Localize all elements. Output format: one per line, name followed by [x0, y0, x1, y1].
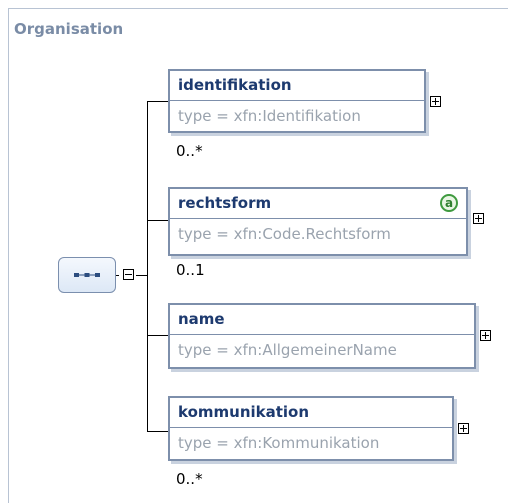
element-name: identifikation: [170, 71, 424, 101]
element-type: type = xfn:Kommunikation: [178, 434, 380, 452]
element-type: type = xfn:AllgemeinerName: [178, 341, 397, 359]
attribute-icon: a: [440, 194, 458, 212]
complex-type-title: Organisation: [14, 20, 124, 38]
expand-toggle-icon[interactable]: [430, 96, 441, 107]
element-name-box[interactable]: name type = xfn:AllgemeinerName: [168, 303, 476, 369]
connector-vertical-trunk: [147, 101, 148, 431]
element-identifikation[interactable]: identifikation type = xfn:Identifikation: [168, 69, 426, 133]
schema-panel: [8, 8, 508, 503]
sequence-compositor[interactable]: [58, 257, 116, 293]
element-type: type = xfn:Identifikation: [178, 107, 361, 125]
expand-toggle-icon[interactable]: [480, 330, 491, 341]
element-rechtsform[interactable]: rechtsform type = xfn:Code.Rechtsform a: [168, 187, 468, 256]
sequence-icon: [74, 273, 100, 277]
expand-toggle-icon[interactable]: [458, 423, 469, 434]
connector-identifikation: [147, 101, 168, 102]
element-type: type = xfn:Code.Rechtsform: [178, 225, 391, 243]
connector-name: [147, 335, 168, 336]
connector-toggle-out: [136, 275, 148, 276]
cardinality-label: 0..*: [176, 470, 203, 488]
element-kommunikation[interactable]: kommunikation type = xfn:Kommunikation: [168, 396, 454, 461]
expand-toggle-icon[interactable]: [473, 213, 484, 224]
collapse-toggle-icon[interactable]: [123, 269, 134, 280]
connector-rechtsform: [147, 220, 168, 221]
element-name: rechtsform: [170, 189, 466, 219]
element-name: name: [170, 305, 474, 335]
connector-compositor-out: [116, 275, 119, 276]
element-name: kommunikation: [170, 398, 452, 428]
connector-kommunikation: [147, 431, 168, 432]
cardinality-label: 0..1: [176, 261, 205, 279]
cardinality-label: 0..*: [176, 142, 203, 160]
